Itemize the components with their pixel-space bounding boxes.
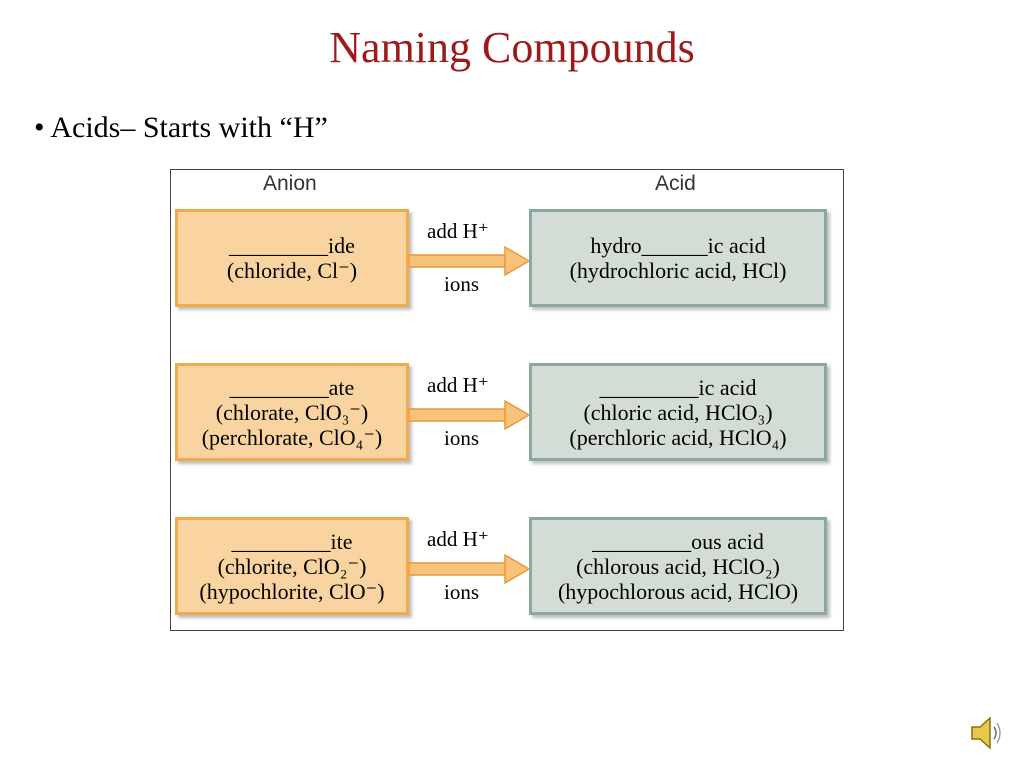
add-h-label: add H⁺ xyxy=(427,527,489,551)
anion-box: _________ide (chloride, Cl⁻) xyxy=(175,209,409,307)
anion-line: (chlorate, ClO₃⁻) xyxy=(215,399,369,425)
slide-title: Naming Compounds xyxy=(329,23,695,72)
anion-line: (perchlorate, ClO₄⁻) xyxy=(201,424,383,450)
acid-line: hydro______ic acid xyxy=(590,233,766,258)
ions-label: ions xyxy=(444,426,480,450)
arrow-right-icon xyxy=(409,553,531,585)
anion-box: _________ate (chlorate, ClO₃⁻) (perchlor… xyxy=(175,363,409,461)
acid-line: (chlorous acid, HClO₂) xyxy=(576,553,780,579)
naming-row-ate: _________ate (chlorate, ClO₃⁻) (perchlor… xyxy=(171,363,845,463)
anion-line: _________ate xyxy=(229,374,355,400)
arrow-right-icon xyxy=(409,245,531,277)
acid-line: (hydrochloric acid, HCl) xyxy=(569,258,787,283)
naming-row-ide: _________ide (chloride, Cl⁻) add H⁺ ions… xyxy=(171,209,845,309)
arrow-right-icon xyxy=(409,399,531,431)
acid-line: _________ous acid xyxy=(592,528,764,554)
anion-line: _________ide xyxy=(229,233,355,258)
acid-naming-figure: Anion Acid _________ide (chloride, Cl⁻) … xyxy=(170,169,844,631)
acid-line: (chloric acid, HClO₃) xyxy=(583,399,773,425)
anion-column-header: Anion xyxy=(263,172,317,195)
acid-line: _________ic acid xyxy=(599,374,757,400)
ions-label: ions xyxy=(444,580,480,604)
acid-column-header: Acid xyxy=(655,172,696,195)
bullet-acids: • Acids– Starts with “H” xyxy=(34,111,328,144)
acid-line: (hypochlorous acid, HClO) xyxy=(557,578,799,604)
anion-line: (chlorite, ClO₂⁻) xyxy=(217,553,367,579)
acid-line: (perchloric acid, HClO₄) xyxy=(569,424,787,450)
anion-line: (chloride, Cl⁻) xyxy=(226,258,358,283)
acid-box: _________ic acid (chloric acid, HClO₃) (… xyxy=(529,363,827,461)
acid-box: hydro______ic acid (hydrochloric acid, H… xyxy=(529,209,827,307)
add-h-label: add H⁺ xyxy=(427,373,489,397)
add-h-label: add H⁺ xyxy=(427,219,489,243)
anion-box: _________ite (chlorite, ClO₂⁻) (hypochlo… xyxy=(175,517,409,615)
acid-box: _________ous acid (chlorous acid, HClO₂)… xyxy=(529,517,827,615)
naming-row-ite: _________ite (chlorite, ClO₂⁻) (hypochlo… xyxy=(171,517,845,617)
anion-line: (hypochlorite, ClO⁻) xyxy=(199,578,385,604)
speaker-icon[interactable] xyxy=(970,715,1004,751)
ions-label: ions xyxy=(444,272,480,296)
anion-line: _________ite xyxy=(231,528,353,554)
